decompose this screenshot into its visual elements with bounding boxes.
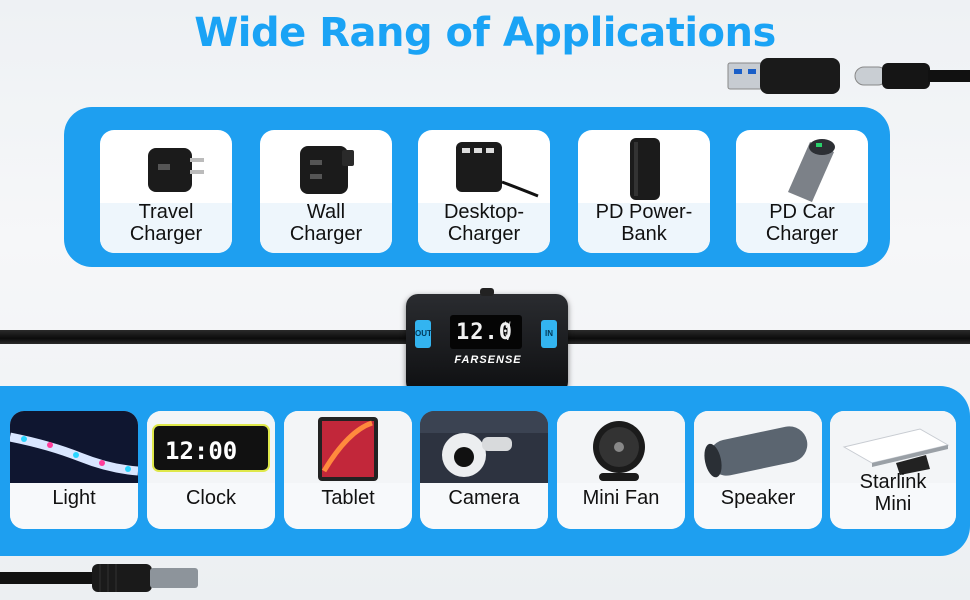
source-card-wall-charger: Wall Charger [260, 130, 392, 253]
power-bank-icon [630, 138, 660, 200]
clock-reading: 12:00 [165, 437, 238, 465]
tablet-icon [284, 411, 412, 483]
device-card-tablet: Tablet [284, 411, 412, 529]
brand-logo: FARSENSE [454, 354, 522, 366]
source-card-car-charger: PD Car Charger [736, 130, 868, 253]
source-card-power-bank: PD Power- Bank [578, 130, 710, 253]
device-label: Starlink Mini [859, 471, 927, 515]
device-label: Light [52, 487, 96, 509]
camera-icon [420, 411, 548, 483]
device-card-light: Light [10, 411, 138, 529]
device-label: Tablet [321, 487, 375, 509]
usb-c-cable-icon [727, 58, 970, 94]
car-charger-icon [788, 139, 835, 202]
dc-barrel-plug-icon [0, 564, 198, 592]
page-title: Wide Rang of Applications [194, 10, 776, 56]
led-strip-icon [10, 411, 138, 483]
source-label: Wall Charger [289, 201, 363, 245]
wall-charger-icon [300, 146, 354, 194]
voltage-display: 12.0 W V [450, 315, 522, 349]
fan-icon [557, 411, 685, 483]
device-label: Speaker [720, 487, 796, 509]
source-label: Desktop- Charger [443, 201, 525, 245]
buck-converter: OUT IN 12.0 W V FARSENSE [406, 288, 568, 394]
out-tag: OUT [415, 320, 432, 348]
source-label: PD Car Charger [765, 201, 839, 245]
source-label: PD Power- Bank [595, 201, 693, 245]
device-card-speaker: Speaker [694, 411, 822, 529]
power-sources-panel: Travel Charger Wall Charger Desktop- Cha… [64, 107, 890, 267]
device-card-mini-fan: Mini Fan [557, 411, 685, 529]
source-card-desktop-charger: Desktop- Charger [418, 130, 550, 253]
travel-charger-icon [148, 148, 204, 192]
button-nub [480, 288, 494, 296]
device-card-camera: Camera [420, 411, 548, 529]
display-reading: 12.0 [456, 320, 513, 345]
clock-icon [147, 411, 275, 483]
device-card-starlink-mini: Starlink Mini [830, 411, 956, 529]
display-unit-v: V [505, 333, 511, 343]
device-label: Clock [185, 487, 236, 509]
device-label: Mini Fan [582, 487, 660, 509]
in-tag: IN [541, 320, 557, 348]
source-card-travel-charger: Travel Charger [100, 130, 232, 253]
desktop-charger-icon [456, 142, 539, 198]
device-card-clock: 12:00 Clock [147, 411, 275, 529]
source-label: Travel Charger [129, 201, 203, 245]
devices-panel: Light 12:00 Clock Tablet Camera [0, 386, 970, 556]
starlink-icon [830, 411, 956, 483]
speaker-icon [694, 411, 822, 483]
display-unit-w: W [505, 321, 511, 331]
device-label: Camera [448, 487, 520, 509]
